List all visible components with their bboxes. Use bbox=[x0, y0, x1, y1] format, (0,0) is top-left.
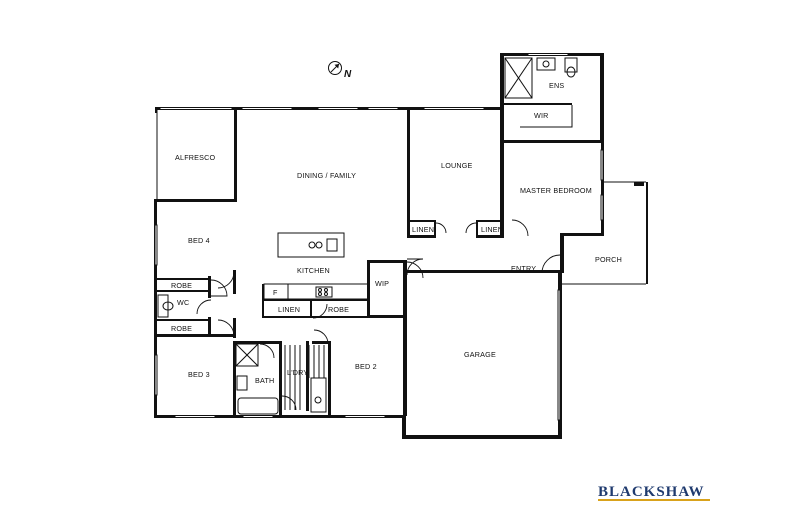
wir-label: WIR bbox=[534, 111, 549, 120]
wc-label: WC bbox=[177, 298, 189, 307]
fridge-label: F bbox=[273, 288, 278, 297]
windows bbox=[154, 53, 604, 421]
entry-label: ENTRY bbox=[511, 264, 536, 273]
robe-hall-label: ROBE bbox=[328, 305, 349, 314]
door-swings bbox=[196, 219, 561, 411]
garage-label: GARAGE bbox=[464, 350, 496, 359]
alfresco-label: ALFRESCO bbox=[175, 153, 216, 162]
robe-top-label: ROBE bbox=[171, 281, 192, 290]
lounge-label: LOUNGE bbox=[441, 161, 473, 170]
ens-label: ENS bbox=[549, 81, 564, 90]
ldry-label: L'DRY bbox=[287, 368, 308, 377]
bed2-label: BED 2 bbox=[355, 362, 377, 371]
bed4-label: BED 4 bbox=[188, 236, 210, 245]
brand-logo: BLACKSHAW bbox=[598, 484, 710, 501]
linen-lounge-left-label: LINEN bbox=[412, 225, 434, 234]
north-label: N bbox=[344, 69, 352, 80]
bed3-label: BED 3 bbox=[188, 370, 210, 379]
ensuite-fixtures bbox=[504, 57, 578, 128]
kitchen-label: KITCHEN bbox=[297, 266, 330, 275]
north-arrow-icon bbox=[328, 61, 342, 75]
wip-label: WIP bbox=[375, 279, 389, 288]
outdoor-areas bbox=[156, 110, 648, 285]
bath-label: BATH bbox=[255, 376, 274, 385]
room-labels: ALFRESCO DINING / FAMILY LOUNGE ENS WIR … bbox=[171, 81, 622, 385]
wet-area-fixtures bbox=[157, 294, 327, 415]
brand-name: BLACKSHAW bbox=[598, 484, 705, 500]
linen-hall-label: LINEN bbox=[278, 305, 300, 314]
robe-bottom-label: ROBE bbox=[171, 324, 192, 333]
master-bedroom-label: MASTER BEDROOM bbox=[520, 186, 592, 195]
brand-underline bbox=[598, 499, 710, 501]
porch-label: PORCH bbox=[595, 255, 622, 264]
kitchen-island bbox=[263, 232, 369, 300]
dining-family-label: DINING / FAMILY bbox=[297, 171, 356, 180]
linen-lounge-right-label: LINEN bbox=[481, 225, 503, 234]
